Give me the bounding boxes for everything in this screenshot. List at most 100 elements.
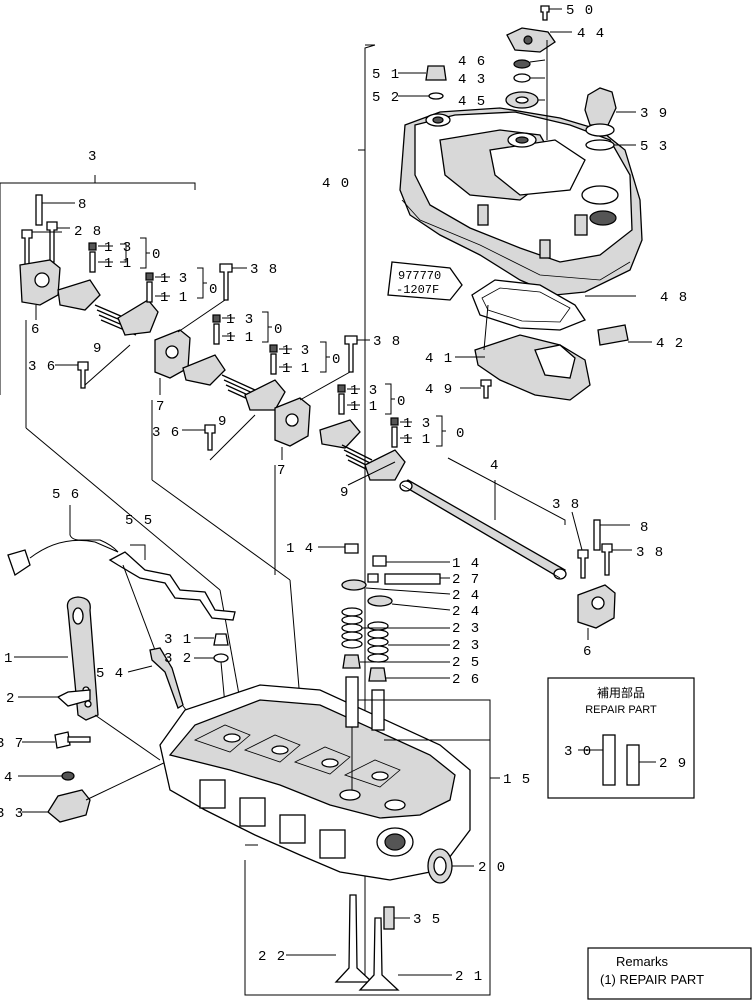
callout-39: 3 9 <box>640 106 668 122</box>
callout-13-f: 1 3 <box>403 416 431 432</box>
callout-25: 2 5 <box>452 655 480 671</box>
sealant-tube <box>387 261 463 301</box>
assembly-guide-lines <box>25 320 561 701</box>
callout-10-d: 0 <box>332 352 341 368</box>
callout-21: 2 1 <box>455 969 483 985</box>
callout-48: 4 8 <box>660 290 688 306</box>
valve-cover-leaders <box>398 8 652 389</box>
remarks-title: Remarks <box>616 954 669 969</box>
retainer-24b <box>367 595 393 607</box>
callout-9-b: 9 <box>218 414 227 430</box>
bolt-2 <box>56 689 91 707</box>
callout-42: 4 2 <box>656 336 684 352</box>
callout-33: 3 3 <box>0 806 24 822</box>
bracket-33 <box>47 789 91 823</box>
callout-51: 5 1 <box>372 67 400 83</box>
valve-cover-assembly: 977770 -1207F <box>358 5 643 975</box>
stud-8-left <box>35 194 43 226</box>
callout-44: 4 4 <box>577 26 605 42</box>
bolt-49 <box>480 379 492 399</box>
insert-35 <box>383 906 395 930</box>
lifting-eye-1 <box>66 596 99 721</box>
bolt-37 <box>54 731 71 749</box>
oring-52 <box>428 92 444 100</box>
bolt-28a <box>21 229 33 269</box>
guide-29 <box>626 744 640 786</box>
callout-46: 4 6 <box>458 54 486 70</box>
nut-31 <box>213 633 229 646</box>
callout-4: 4 <box>490 458 499 474</box>
callout-labels: 5 0 4 4 4 6 4 3 4 5 5 1 5 2 3 9 5 3 4 0 … <box>0 3 688 985</box>
callout-56: 5 6 <box>52 487 80 503</box>
callout-24-a: 2 4 <box>452 588 480 604</box>
callout-6-left: 6 <box>31 322 40 338</box>
callout-34: 4 <box>4 770 13 786</box>
callout-38-d: 3 8 <box>636 545 664 561</box>
cylinder-head <box>159 684 474 884</box>
guide-30 <box>602 734 616 786</box>
callout-11-f: 1 1 <box>403 432 431 448</box>
plug-51 <box>425 65 447 81</box>
bracket-40 <box>358 44 376 975</box>
callout-9-a: 9 <box>93 341 102 357</box>
remarks-box: Remarks (1) REPAIR PART <box>587 947 752 1000</box>
wire-56 <box>69 505 119 553</box>
callout-13-a: 1 3 <box>104 240 132 256</box>
valve-train-column <box>244 543 500 996</box>
callout-43: 4 3 <box>458 72 486 88</box>
cap-14a <box>344 543 359 554</box>
callout-11-c: 1 1 <box>226 330 254 346</box>
callout-38-b: 3 8 <box>373 334 401 350</box>
callout-27: 2 7 <box>452 572 480 588</box>
bolt-38b <box>344 335 358 373</box>
spring-9a <box>94 304 137 336</box>
stem-seal-26 <box>368 667 387 682</box>
callout-15: 1 5 <box>503 772 531 788</box>
valve-21 <box>358 917 400 991</box>
pair-brackets <box>120 243 127 263</box>
callout-53: 5 3 <box>640 139 668 155</box>
bolt-50 <box>540 5 550 21</box>
bolt-36b <box>204 424 216 451</box>
callout-50: 5 0 <box>566 3 594 19</box>
washer-34 <box>61 771 75 781</box>
repair-part-box: 補用部品 REPAIR PART <box>547 677 695 799</box>
callout-23-b: 2 3 <box>452 638 480 654</box>
callout-13-e: 1 3 <box>350 383 378 399</box>
ring-43 <box>513 73 531 83</box>
gasket-48 <box>471 279 586 331</box>
rocker-arm-a <box>57 279 101 311</box>
spring-9b <box>221 374 262 406</box>
callout-38-a: 3 8 <box>250 262 278 278</box>
valve-22 <box>334 894 374 983</box>
bracket-3 <box>0 175 196 190</box>
callout-23-a: 2 3 <box>452 621 480 637</box>
callout-20: 2 0 <box>478 860 506 876</box>
retainer-24a <box>341 579 367 591</box>
spring-23a <box>341 607 363 649</box>
callout-9-c: 9 <box>340 485 349 501</box>
callout-11-b: 1 1 <box>160 290 188 306</box>
repair-part-title-jp: 補用部品 <box>597 685 645 700</box>
callout-28: 2 8 <box>74 224 102 240</box>
ring-46 <box>513 59 531 69</box>
callout-49: 4 9 <box>425 382 453 398</box>
callout-11-a: 1 1 <box>104 256 132 272</box>
callout-10-f: 0 <box>456 426 465 442</box>
valve-guide-b <box>371 689 385 731</box>
callout-55: 5 5 <box>125 513 153 529</box>
callout-36-a: 3 6 <box>28 359 56 375</box>
callout-7-a: 7 <box>156 399 165 415</box>
bolt-36a <box>77 361 89 389</box>
sealant-tube-label-1: 977770 <box>398 269 441 283</box>
callout-8-left: 8 <box>78 197 87 213</box>
callout-30: 3 0 <box>564 744 592 760</box>
callout-14-b: 1 4 <box>452 556 480 572</box>
callout-54: 5 4 <box>96 666 124 682</box>
callout-31: 3 1 <box>164 632 192 648</box>
callout-26: 2 6 <box>452 672 480 688</box>
callout-10-a: 0 <box>152 247 161 263</box>
callout-45: 4 5 <box>458 94 486 110</box>
callout-13-b: 1 3 <box>160 271 188 287</box>
